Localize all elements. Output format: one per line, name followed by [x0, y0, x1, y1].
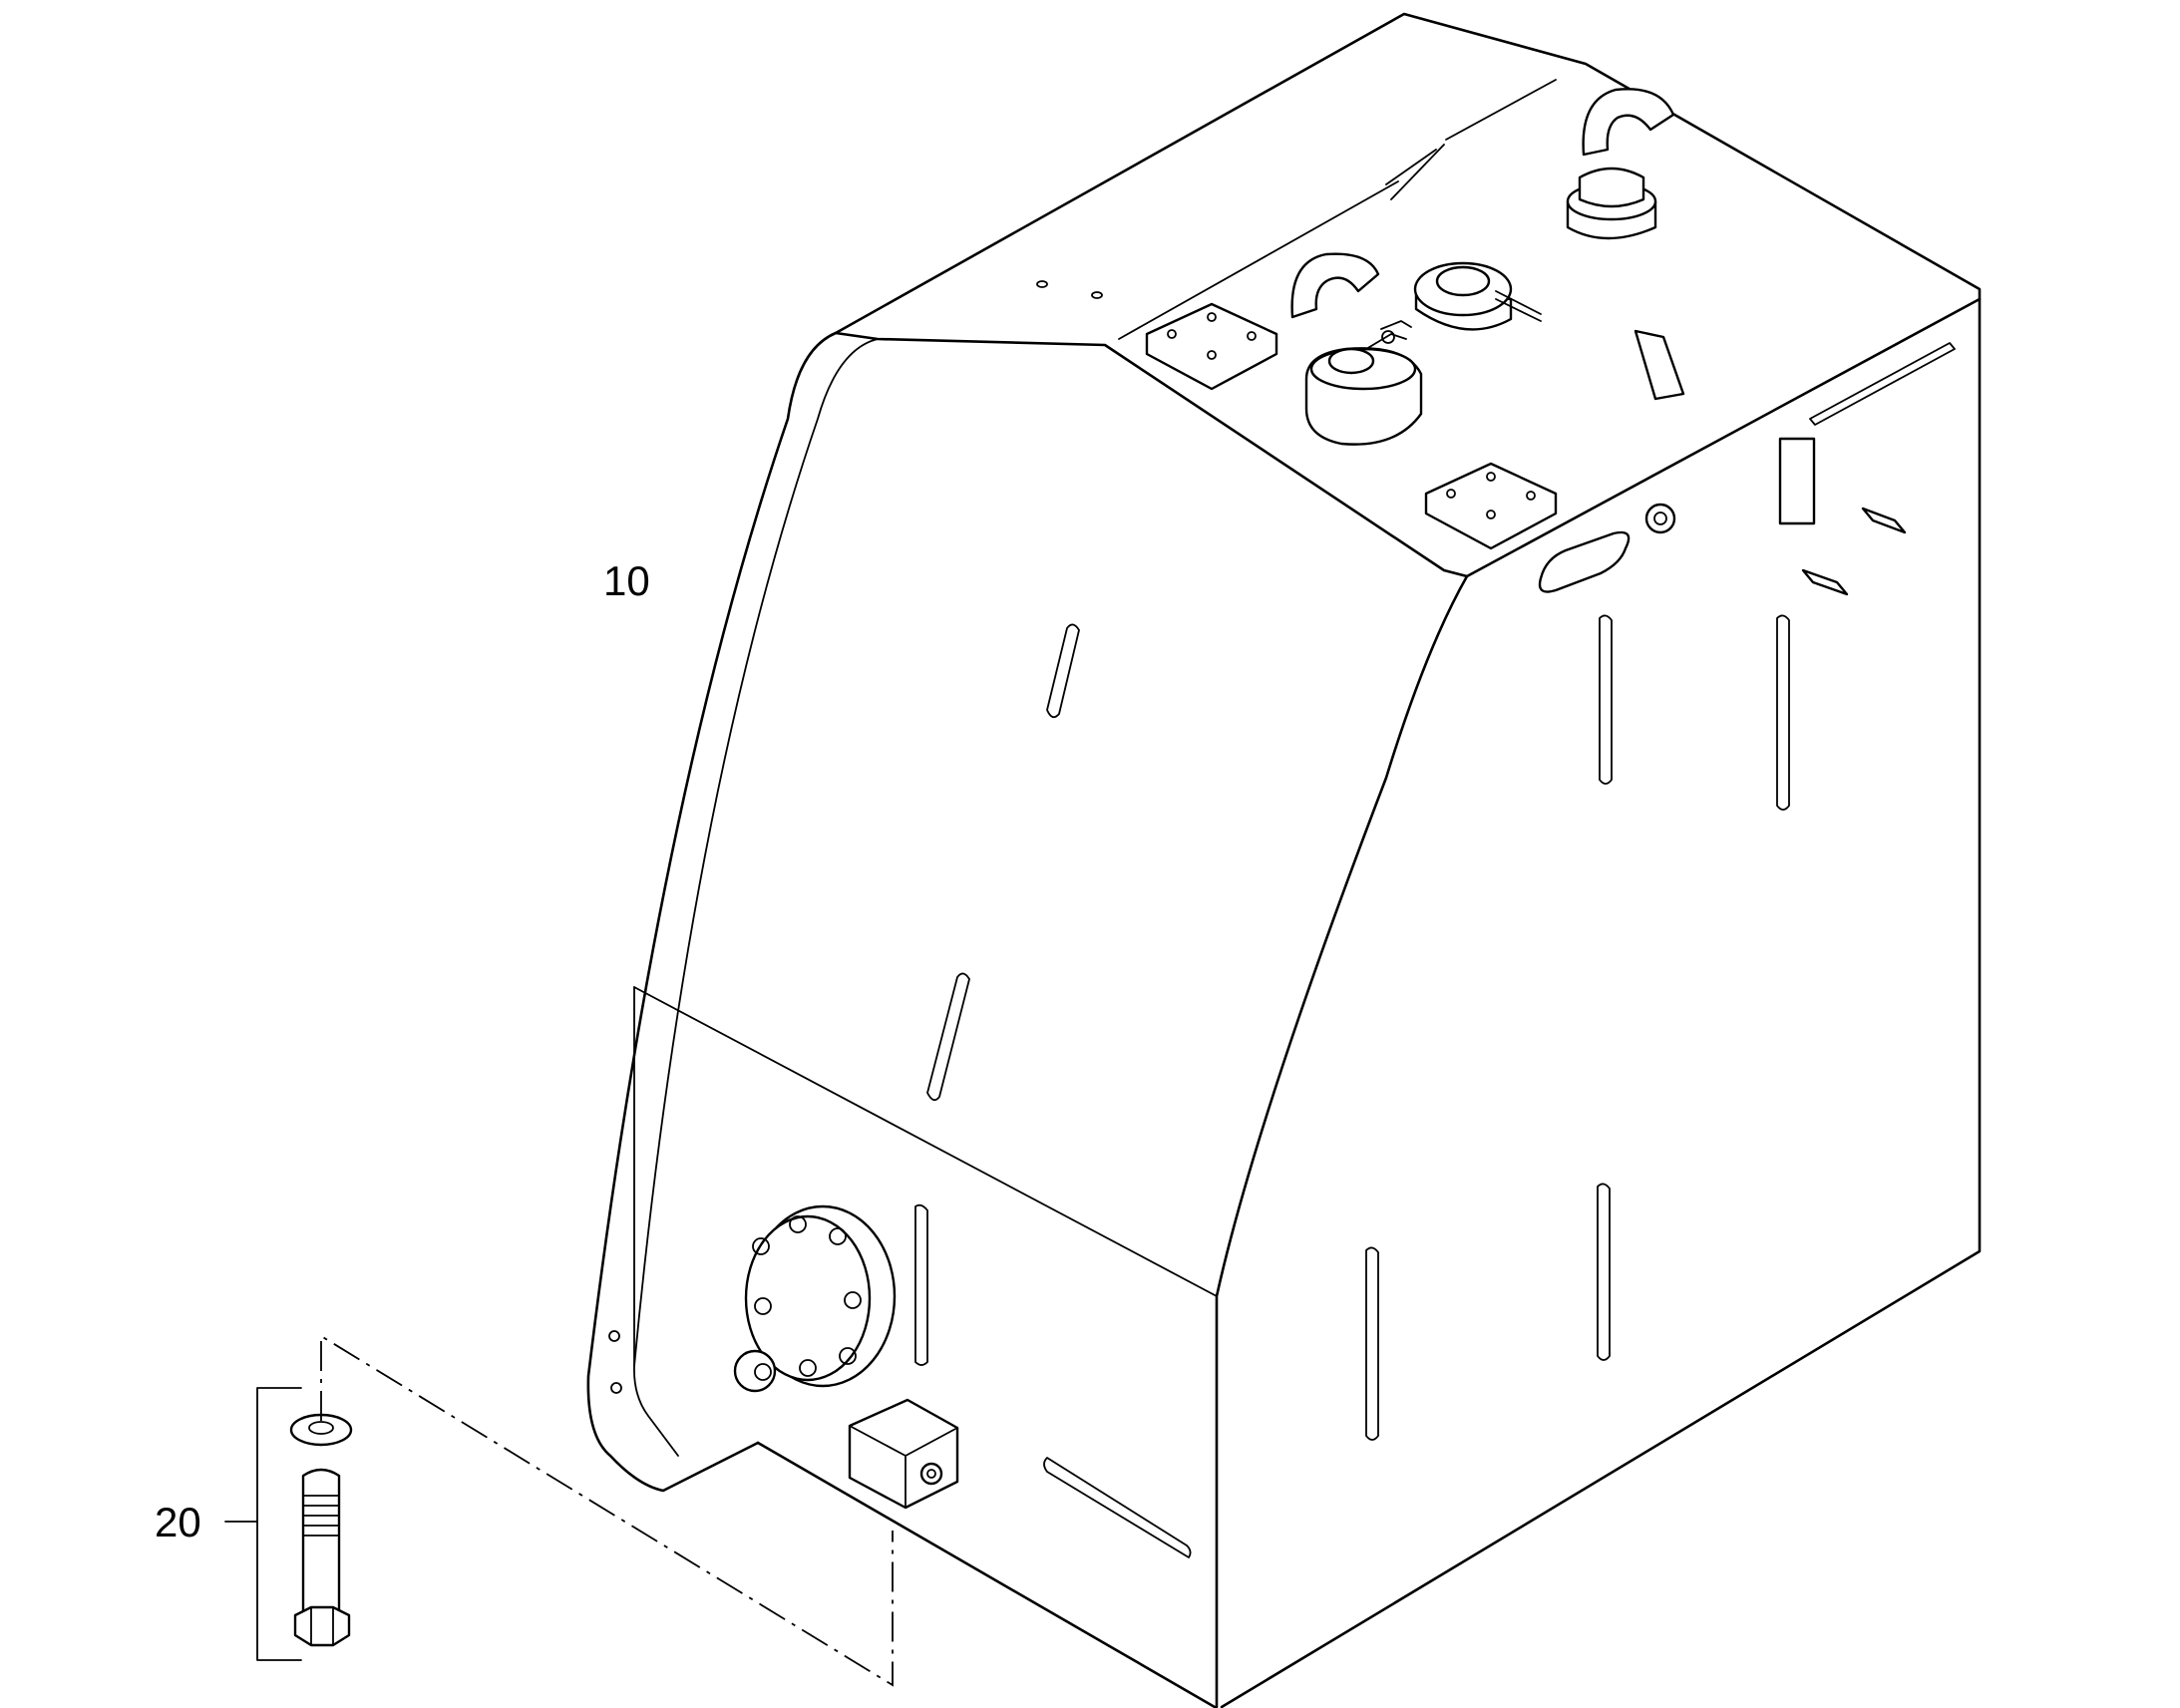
callout-10: 10: [603, 557, 650, 604]
bolt-set: [289, 1413, 353, 1647]
sight-plate: [1538, 530, 1631, 593]
lifting-eye: [1582, 88, 1675, 157]
front-fittings: [1538, 437, 1907, 596]
mounting-pad: [1424, 462, 1558, 550]
callout-20: 20: [155, 1499, 201, 1545]
top-fittings: [1036, 88, 1685, 550]
mounting-pad: [1145, 302, 1278, 391]
filler-cap: [1304, 320, 1423, 446]
bolt: [301, 1468, 341, 1617]
leader-lines: [224, 1334, 894, 1687]
inspection-flange: [744, 1204, 897, 1388]
lifting-eye: [1290, 252, 1380, 319]
mounting-slots: [914, 614, 1790, 1558]
bolt-head: [293, 1605, 351, 1647]
tank-body: [586, 12, 1982, 1708]
level-sender: [1413, 261, 1542, 331]
lower-fittings: [608, 1204, 959, 1510]
junction-box: [848, 1398, 959, 1510]
breather-cap: [1566, 167, 1657, 240]
